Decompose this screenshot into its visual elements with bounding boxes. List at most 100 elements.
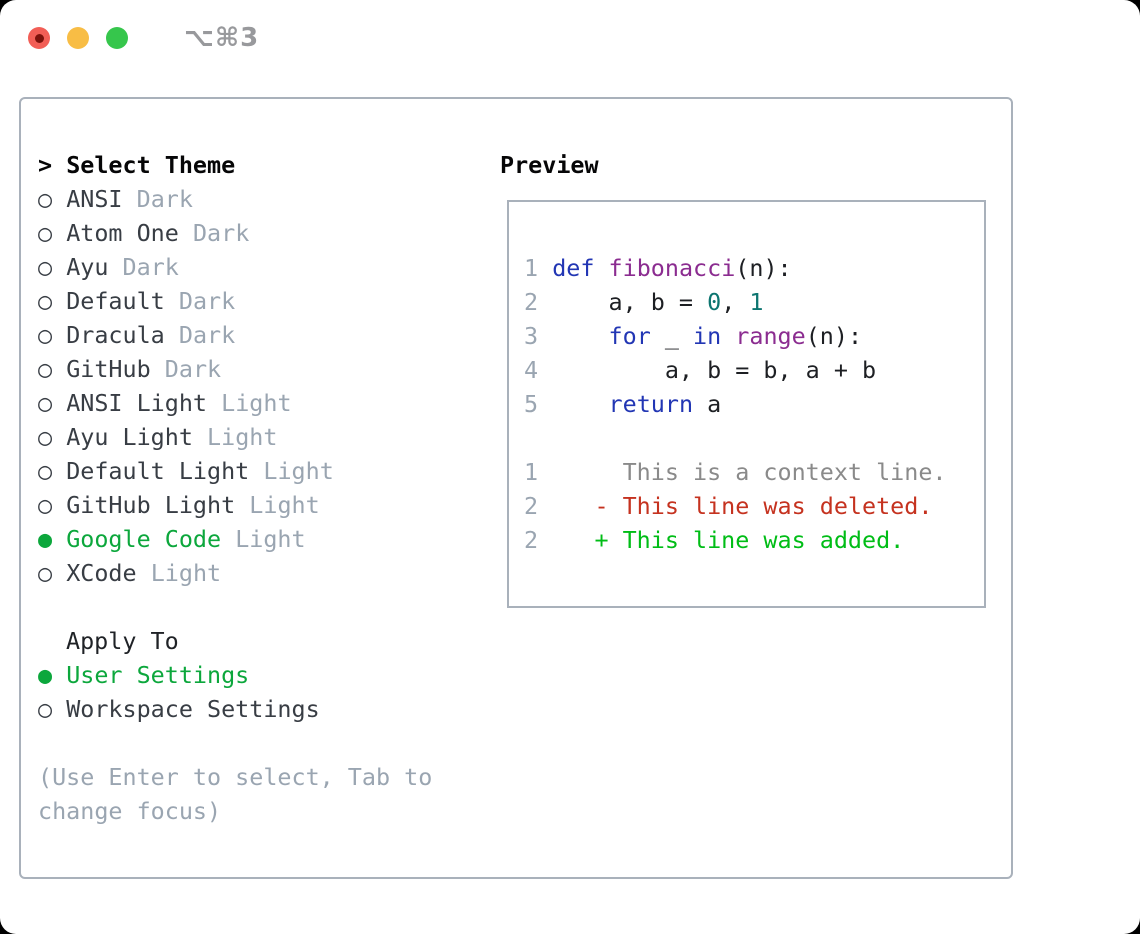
select-theme-title: Select Theme [66, 151, 236, 179]
preview-line: 4 a, b = b, a + b [524, 353, 984, 387]
preview-line: 2 - This line was deleted. [524, 489, 984, 523]
theme-option[interactable]: ● Google Code Light [38, 522, 474, 556]
theme-variant-label: Light [263, 457, 334, 485]
option-label: Ayu [66, 253, 109, 281]
line-number: 5 [524, 390, 539, 418]
apply-to-option[interactable]: ○ Workspace Settings [38, 692, 474, 726]
code-segment-kw: in [693, 322, 722, 350]
apply-to-list: ● User Settings○ Workspace Settings [38, 658, 474, 726]
option-label: ANSI Light [66, 389, 208, 417]
option-label: Default [66, 287, 165, 315]
theme-option[interactable]: ○ GitHub Dark [38, 352, 474, 386]
option-label: GitHub [66, 355, 151, 383]
theme-option[interactable]: ○ ANSI Dark [38, 182, 474, 216]
code-segment-plain: a, b = b, a + b [552, 356, 877, 384]
theme-variant-label: Dark [178, 287, 236, 315]
theme-option[interactable]: ○ ANSI Light Light [38, 386, 474, 420]
option-label: Dracula [66, 321, 165, 349]
titlebar: ⌥⌘3 [0, 0, 1140, 76]
theme-variant-label: Light [150, 559, 222, 587]
theme-option[interactable]: ○ Atom One Dark [38, 216, 474, 250]
theme-option[interactable]: ○ Default Dark [38, 284, 474, 318]
caret-icon: > [38, 151, 53, 179]
theme-variant-label: Light [249, 491, 320, 519]
theme-option[interactable]: ○ GitHub Light Light [38, 488, 474, 522]
code-segment-plain: a [693, 390, 722, 418]
option-label: User Settings [66, 661, 250, 689]
apply-to-option[interactable]: ● User Settings [38, 658, 474, 692]
radio-icon: ○ [38, 457, 53, 485]
radio-icon: ○ [38, 559, 53, 587]
theme-variant-label: Dark [192, 219, 250, 247]
theme-variant-label: Light [221, 389, 292, 417]
minimize-button[interactable] [67, 27, 89, 49]
line-number: 1 [524, 458, 539, 486]
code-segment-fn: range [735, 322, 806, 350]
theme-variant-label: Dark [164, 355, 222, 383]
theme-picker-panel: > Select Theme ○ ANSI Dark○ Atom One Dar… [19, 97, 1013, 879]
theme-variant-label: Dark [122, 253, 179, 281]
radio-icon: ○ [38, 253, 53, 281]
radio-icon: ○ [38, 491, 53, 519]
close-button[interactable] [28, 27, 50, 49]
option-label: Google Code [66, 525, 222, 553]
theme-variant-label: Dark [178, 321, 236, 349]
line-number: 4 [524, 356, 539, 384]
code-segment-lit: 1 [749, 288, 764, 316]
radio-icon: ○ [38, 423, 53, 451]
theme-option[interactable]: ○ Default Light Light [38, 454, 474, 488]
window-title: ⌥⌘3 [184, 23, 260, 53]
theme-option[interactable]: ○ XCode Light [38, 556, 474, 590]
option-label: Workspace Settings [66, 695, 320, 723]
theme-option[interactable]: ○ Ayu Light Light [38, 420, 474, 454]
code-segment-plain [721, 322, 735, 350]
code-segment-plain: , [721, 288, 750, 316]
code-segment-plain [594, 254, 608, 282]
line-number: 2 [524, 288, 539, 316]
radio-icon: ○ [38, 695, 53, 723]
option-label: Ayu Light [66, 423, 193, 451]
code-segment-plain [552, 322, 608, 350]
preview-blank-line [524, 421, 984, 455]
code-segment-plain [552, 492, 594, 520]
code-segment-lit: 0 [707, 288, 722, 316]
code-segment-plain [552, 526, 594, 554]
radio-icon: ○ [38, 321, 53, 349]
theme-variant-label: Light [235, 525, 306, 553]
code-segment-fn: fibonacci [608, 254, 736, 282]
radio-selected-icon: ● [38, 525, 53, 553]
theme-option[interactable]: ○ Dracula Dark [38, 318, 474, 352]
close-dot-icon [34, 33, 44, 43]
radio-icon: ○ [38, 389, 53, 417]
line-number: 2 [524, 492, 539, 520]
preview-line: 2 a, b = 0, 1 [524, 285, 984, 319]
option-label: XCode [66, 559, 137, 587]
zoom-button[interactable] [106, 27, 128, 49]
select-theme-header: > Select Theme [38, 148, 474, 182]
apply-to-header: Apply To [66, 627, 179, 655]
option-label: Atom One [66, 219, 179, 247]
line-number: 1 [524, 254, 539, 282]
option-label: ANSI [66, 185, 123, 213]
code-segment-del: - This line was deleted. [594, 492, 933, 520]
radio-icon: ○ [38, 185, 53, 213]
preview-line: 2 + This line was added. [524, 523, 984, 557]
theme-list: ○ ANSI Dark○ Atom One Dark○ Ayu Dark○ De… [38, 182, 474, 590]
theme-option[interactable]: ○ Ayu Dark [38, 250, 474, 284]
preview-title: Preview [500, 151, 599, 179]
theme-variant-label: Light [207, 423, 278, 451]
radio-icon: ○ [38, 287, 53, 315]
preview-line: 3 for _ in range(n): [524, 319, 984, 353]
radio-icon: ○ [38, 355, 53, 383]
help-text: (Use Enter to select, Tab to change focu… [38, 763, 433, 825]
radio-icon: ○ [38, 219, 53, 247]
spacer [38, 726, 474, 760]
code-segment-kw: def [552, 254, 595, 282]
preview-line: 5 return a [524, 387, 984, 421]
preview-column: Preview 1 def fibonacci(n):2 a, b = 0, 1… [500, 148, 986, 608]
spacer [38, 590, 474, 624]
code-segment-add: + This line was added. [594, 526, 905, 554]
